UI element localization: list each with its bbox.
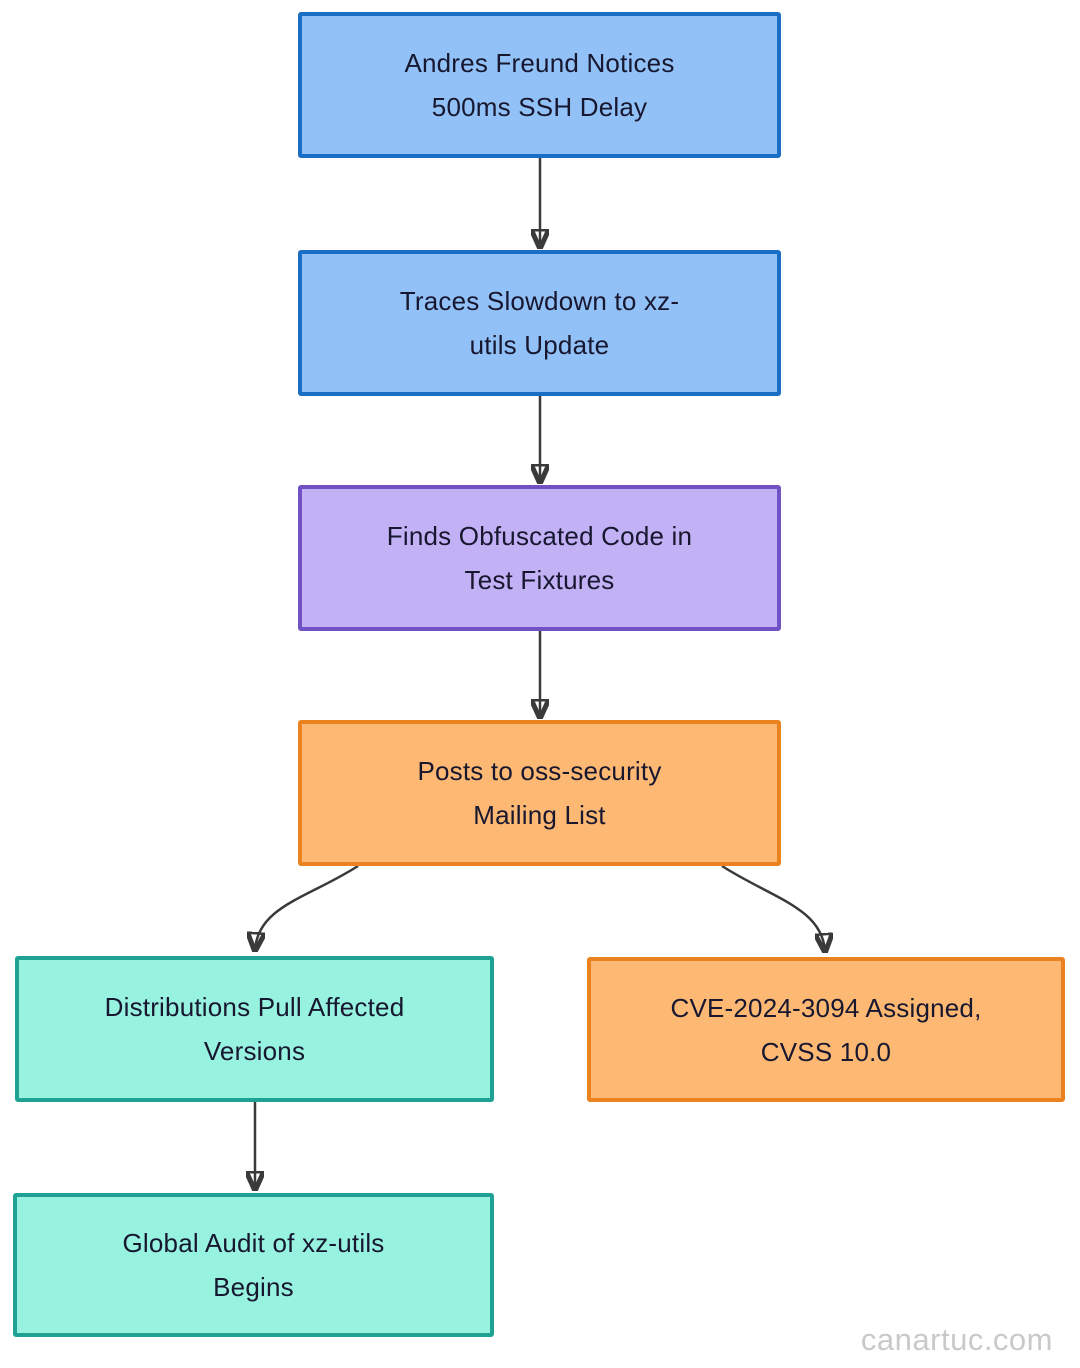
node-label-line: CVSS 10.0 <box>760 1036 892 1067</box>
node-label-line: utils Update <box>469 330 610 360</box>
node-label-line: Andres Freund Notices <box>404 48 675 78</box>
node-finds-obfuscated-code: Finds Obfuscated Code in Test Fixtures <box>298 485 781 631</box>
node-label-line: 500ms SSH Delay <box>431 92 648 122</box>
watermark: canartuc.com <box>860 1322 1053 1357</box>
node-label: CVE-2024-3094 Assigned, CVSS 10.0 <box>670 986 981 1074</box>
node-traces-slowdown: Traces Slowdown to xz- utils Update <box>298 250 781 396</box>
node-cve-assigned: CVE-2024-3094 Assigned, CVSS 10.0 <box>587 957 1065 1102</box>
node-label: Finds Obfuscated Code in Test Fixtures <box>387 514 692 602</box>
node-label-line: Begins <box>213 1272 294 1302</box>
node-label-line: Mailing List <box>473 800 606 830</box>
arrow-post-to-cve <box>721 864 825 951</box>
node-label-line: Versions <box>203 1036 306 1066</box>
node-label-line: Global Audit of xz-utils <box>122 1228 385 1258</box>
node-andres-freund-notices: Andres Freund Notices 500ms SSH Delay <box>298 12 781 158</box>
node-label-line: Test Fixtures <box>464 565 615 595</box>
node-label: Posts to oss-security Mailing List <box>417 749 661 837</box>
node-label: Distributions Pull Affected Versions <box>105 985 405 1073</box>
node-posts-oss-security: Posts to oss-security Mailing List <box>298 720 781 866</box>
node-label-line: Distributions Pull Affected <box>104 992 405 1022</box>
node-global-audit: Global Audit of xz-utils Begins <box>13 1193 494 1337</box>
node-label: Traces Slowdown to xz- utils Update <box>400 279 679 367</box>
node-label: Andres Freund Notices 500ms SSH Delay <box>404 41 674 129</box>
node-label-line: Finds Obfuscated Code in <box>386 521 693 551</box>
node-distributions-pull: Distributions Pull Affected Versions <box>15 956 494 1102</box>
arrow-post-to-pull <box>255 864 359 950</box>
node-label: Global Audit of xz-utils Begins <box>122 1221 384 1309</box>
node-label-line: Posts to oss-security <box>417 756 662 786</box>
node-label-line: Traces Slowdown to xz- <box>399 286 680 316</box>
node-label-line: CVE-2024-3094 Assigned, <box>670 992 982 1023</box>
